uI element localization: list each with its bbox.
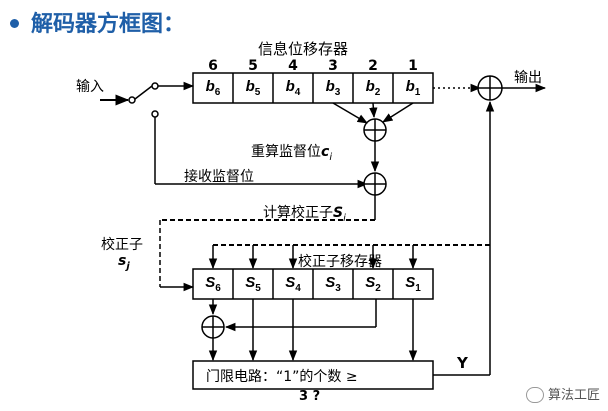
position-4: 4 <box>288 58 298 74</box>
syndrome-label: 校正子 <box>101 237 143 253</box>
title-text: 解码器方框图： <box>31 12 186 37</box>
syndrome-cell-s6: S6 <box>205 274 221 294</box>
position-6: 6 <box>208 58 218 74</box>
recompute-check-label: 重算监督位ci <box>251 144 333 163</box>
position-5: 5 <box>248 58 258 74</box>
threshold-label: 门限电路：“1”的个数 ≥ <box>206 369 358 385</box>
page-title: 解码器方框图： <box>10 6 185 38</box>
compute-syndrome-label: 计算校正子Si <box>263 205 346 224</box>
syndrome-cell-s5: S5 <box>245 274 261 294</box>
info-cell-b4: b4 <box>285 78 301 98</box>
info-cell-b5: b5 <box>245 78 261 98</box>
position-3: 3 <box>328 58 338 74</box>
syndrome-register-label: 校正子移存器 <box>298 254 382 270</box>
info-cell-b3: b3 <box>325 78 341 98</box>
syndrome-cell-s2: S2 <box>365 274 381 294</box>
threshold-value: 3 ? <box>299 389 321 404</box>
info-cell-b1: b1 <box>405 78 421 98</box>
position-1: 1 <box>408 58 418 74</box>
info-cell-b2: b2 <box>365 78 381 98</box>
input-label: 输入 <box>76 79 104 95</box>
syndrome-cell-s1: S1 <box>405 274 421 294</box>
syndrome-symbol: sj <box>118 253 130 272</box>
syndrome-cell-s3: S3 <box>325 274 341 294</box>
watermark: 算法工匠 <box>525 384 600 403</box>
position-2: 2 <box>368 58 378 74</box>
info-register-label: 信息位移存器 <box>258 40 349 58</box>
output-label: 输出 <box>514 70 542 86</box>
y-signal-label: Y <box>457 354 468 372</box>
bullet-icon <box>10 18 19 28</box>
receive-check-label: 接收监督位 <box>184 169 254 185</box>
wechat-icon <box>525 387 544 403</box>
syndrome-cell-s4: S4 <box>285 274 301 294</box>
info-cell-b6: b6 <box>205 78 221 98</box>
